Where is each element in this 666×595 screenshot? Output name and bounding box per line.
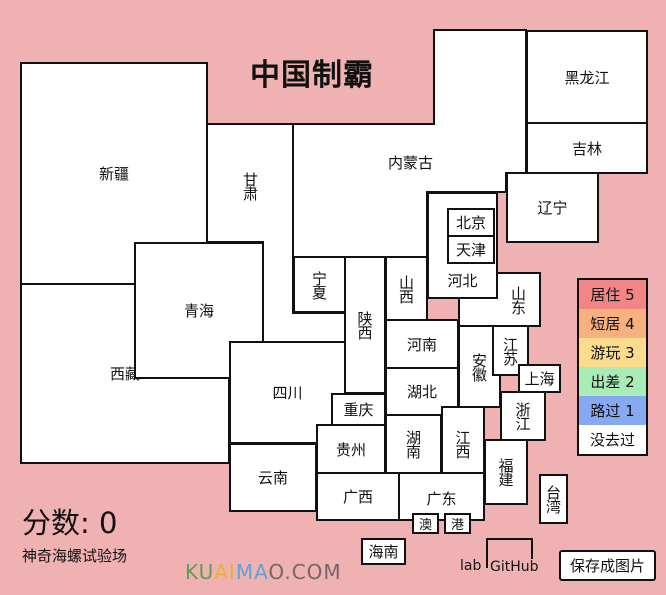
subtitle: 神奇海螺试验场: [22, 547, 128, 565]
province-hainan[interactable]: 海南: [361, 538, 406, 565]
province-zhejiang[interactable]: 浙江: [500, 391, 546, 441]
province-henan[interactable]: 河南: [385, 319, 459, 369]
legend-item-pass[interactable]: 路过 1: [579, 396, 646, 425]
legend-item-stay[interactable]: 短居 4: [579, 309, 646, 338]
github-link[interactable]: GitHub: [486, 538, 541, 575]
province-shanghai[interactable]: 上海: [518, 364, 561, 393]
province-hongkong[interactable]: 港: [444, 513, 471, 534]
save-image-button[interactable]: 保存成图片: [559, 550, 656, 581]
province-guizhou[interactable]: 贵州: [316, 424, 386, 474]
province-jilin[interactable]: 吉林: [526, 122, 648, 174]
province-shaanxi[interactable]: 陕西: [344, 256, 386, 394]
province-macau[interactable]: 澳: [412, 513, 439, 534]
province-jiangxi[interactable]: 江西: [441, 406, 485, 482]
province-ningxia[interactable]: 宁夏: [293, 256, 346, 313]
province-heilongjiang[interactable]: 黑龙江: [526, 30, 648, 124]
province-shanxi[interactable]: 山西: [385, 256, 428, 321]
province-guangdong[interactable]: 广东: [398, 472, 485, 521]
legend-item-travel[interactable]: 游玩 3: [579, 338, 646, 367]
province-guangxi[interactable]: 广西: [316, 472, 400, 521]
province-jiangsu[interactable]: 江苏: [492, 325, 529, 376]
province-fujian[interactable]: 福建: [484, 439, 528, 505]
github-link-label[interactable]: GitHub: [488, 559, 541, 575]
province-sichuan[interactable]: 四川: [229, 341, 346, 444]
province-yunnan[interactable]: 云南: [229, 443, 317, 512]
legend-item-never[interactable]: 没去过: [579, 425, 646, 454]
lab-link[interactable]: lab: [460, 558, 482, 574]
score: 分数: 0: [22, 506, 118, 540]
province-tianjin[interactable]: 天津: [447, 235, 495, 264]
province-beijing[interactable]: 北京: [447, 208, 495, 237]
province-liaoning[interactable]: 辽宁: [506, 172, 599, 243]
page-title: 中国制霸: [250, 58, 374, 93]
province-chongqing[interactable]: 重庆: [331, 393, 386, 426]
province-hunan[interactable]: 湖南: [385, 414, 442, 474]
legend: 居住 5 短居 4 游玩 3 出差 2 路过 1 没去过: [577, 278, 648, 456]
legend-item-business[interactable]: 出差 2: [579, 367, 646, 396]
legend-item-live[interactable]: 居住 5: [579, 280, 646, 309]
province-taiwan[interactable]: 台湾: [539, 474, 568, 524]
